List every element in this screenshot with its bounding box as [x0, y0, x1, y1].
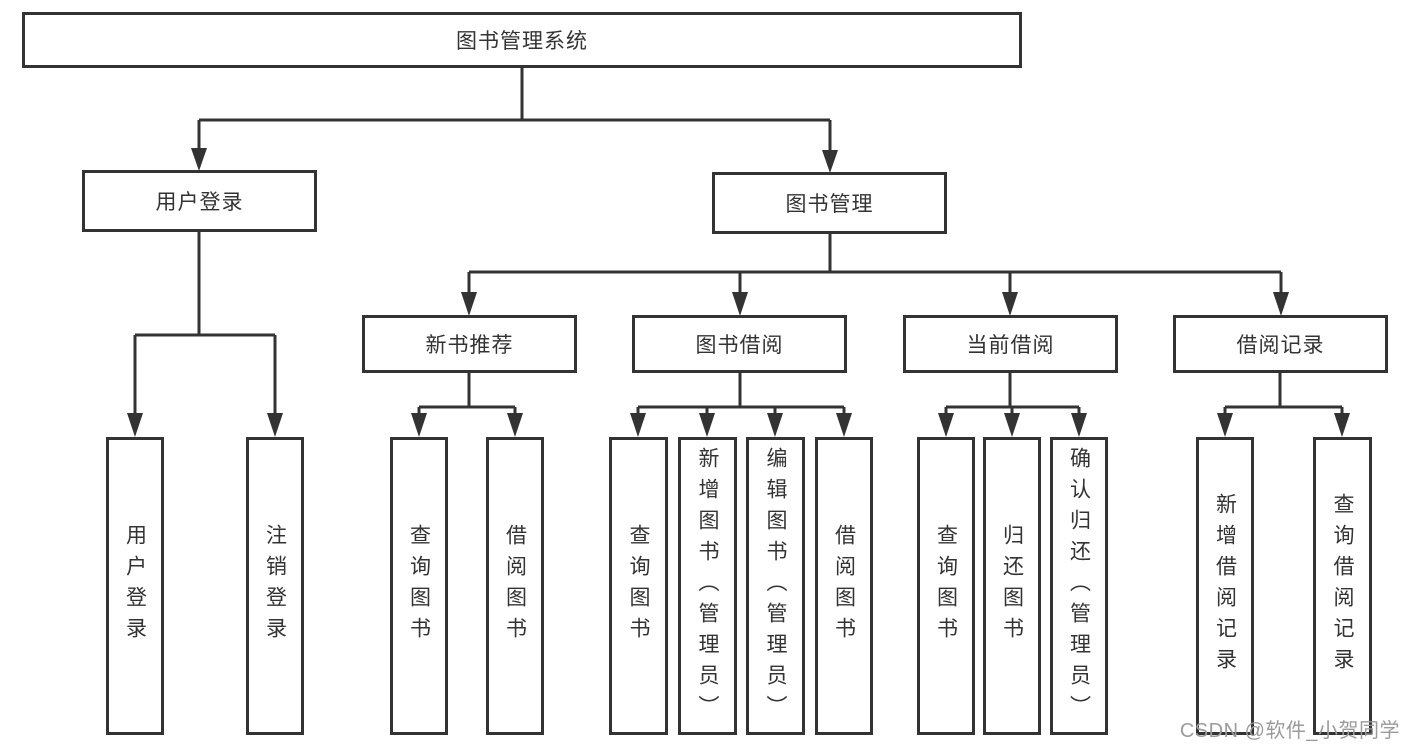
leaf-query-book-borrow: 查询图书 [609, 437, 668, 735]
edge-root-to-level2 [197, 68, 832, 152]
node-user-login: 用户登录 [82, 170, 317, 232]
node-current-borrow: 当前借阅 [903, 315, 1118, 373]
edge-records-to-leaves [1223, 373, 1344, 416]
edge-borrow-to-leaves [636, 373, 846, 416]
leaf-logout: 注销登录 [246, 437, 304, 735]
leaf-label: 确认归还（管理员） [1067, 446, 1091, 726]
edge-current-to-leaves [944, 373, 1081, 416]
leaf-borrow-book-borrow: 借阅图书 [815, 437, 873, 735]
leaf-query-book-newrec: 查询图书 [390, 437, 448, 735]
edge-newrec-to-leaves [417, 373, 517, 416]
leaf-label: 归还图书 [1000, 524, 1024, 648]
node-label: 图书管理 [785, 193, 874, 216]
leaf-label: 查询图书 [407, 524, 431, 648]
node-label: 借阅记录 [1236, 334, 1325, 357]
leaf-query-book-current: 查询图书 [917, 437, 975, 735]
node-label: 当前借阅 [966, 334, 1055, 357]
leaf-label: 查询图书 [627, 524, 650, 648]
node-root: 图书管理系统 [22, 12, 1022, 68]
leaf-label: 查询借阅记录 [1331, 493, 1354, 679]
node-label: 用户登录 [155, 191, 244, 214]
node-book-borrow: 图书借阅 [632, 315, 847, 373]
edge-bookmgmt-to-level3 [467, 234, 1283, 294]
leaf-label: 查询图书 [934, 524, 958, 648]
leaf-borrow-book-newrec: 借阅图书 [486, 437, 544, 735]
leaf-return-book: 归还图书 [983, 437, 1041, 735]
leaf-user-login: 用户登录 [106, 437, 164, 735]
edge-userlogin-to-leaves [133, 232, 277, 416]
leaf-edit-book-admin: 编辑图书（管理员） [746, 437, 805, 735]
leaf-label: 新增图书（管理员） [696, 446, 719, 726]
csdn-watermark: CSDN @软件_小贺同学 [1179, 720, 1400, 742]
node-label: 图书借阅 [695, 334, 784, 357]
node-new-book-recommend: 新书推荐 [362, 315, 577, 373]
leaf-confirm-return-admin: 确认归还（管理员） [1050, 437, 1108, 735]
node-book-management: 图书管理 [712, 172, 947, 234]
node-label: 图书管理系统 [456, 30, 588, 53]
leaf-label: 用户登录 [123, 524, 147, 648]
arrowheads [127, 148, 1350, 437]
leaf-query-borrow-record: 查询借阅记录 [1313, 437, 1372, 735]
leaf-add-borrow-record: 新增借阅记录 [1196, 437, 1254, 735]
node-label: 新书推荐 [425, 334, 514, 357]
leaf-label: 编辑图书（管理员） [764, 446, 787, 726]
leaf-label: 借阅图书 [832, 524, 856, 648]
leaf-label: 借阅图书 [503, 524, 527, 648]
leaf-label: 注销登录 [263, 524, 287, 648]
leaf-add-book-admin: 新增图书（管理员） [678, 437, 737, 735]
node-borrow-records: 借阅记录 [1173, 315, 1388, 373]
leaf-label: 新增借阅记录 [1213, 493, 1237, 679]
